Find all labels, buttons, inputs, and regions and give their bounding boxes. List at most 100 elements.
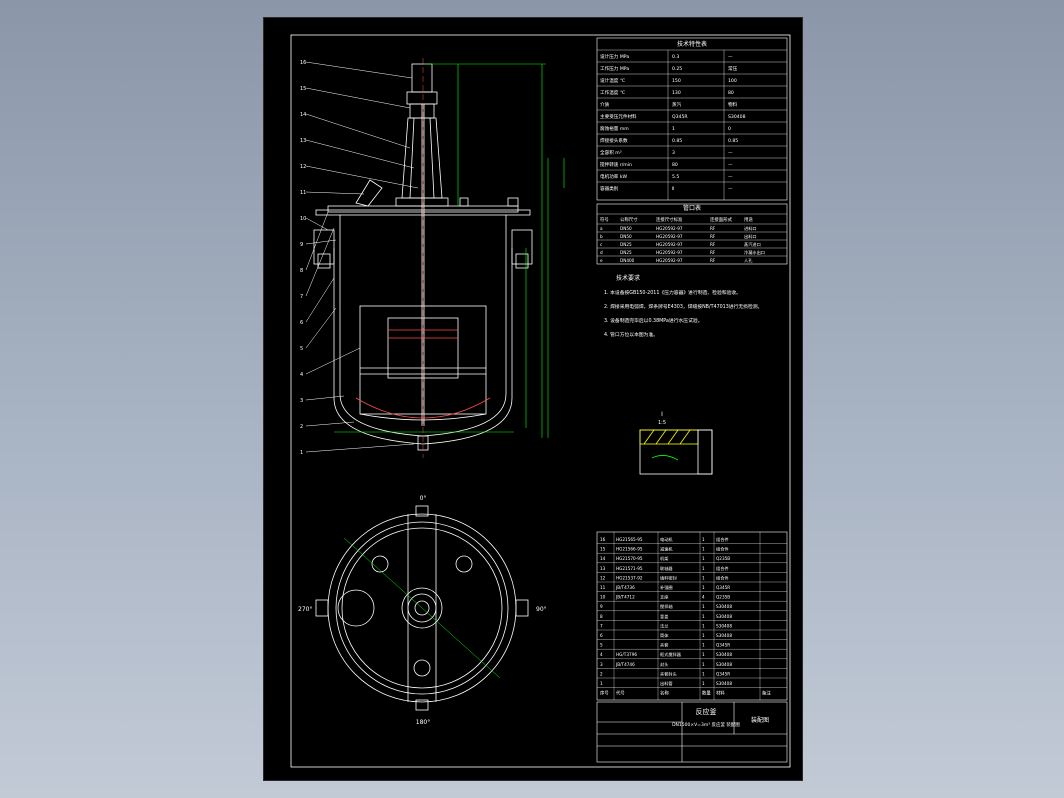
nozzle-cell: 出料口 <box>744 233 757 240</box>
parts-cell: 组合件 <box>716 546 729 553</box>
parts-cell: 1 <box>702 614 705 619</box>
parts-cell: 封头 <box>660 661 668 668</box>
detail-view <box>639 429 713 475</box>
nozzle-cell: DN25 <box>620 242 632 247</box>
parts-cell: 2 <box>600 671 603 676</box>
nozzle-cell: RF <box>710 242 716 247</box>
process-row-param: 全容积 m³ <box>600 149 622 156</box>
parts-cell: 1 <box>702 671 705 676</box>
title-subtitle: DN1500×V=3m³ 反应釜 装配图 <box>672 721 740 728</box>
process-row-vessel: — <box>728 151 733 156</box>
nozzle-cell: DN50 <box>620 234 632 239</box>
process-row-jacket: 1 <box>672 126 675 132</box>
parts-cell: 12 <box>600 575 606 580</box>
nozzle-cell: b <box>600 234 603 239</box>
plan-label-left: 270° <box>298 606 312 613</box>
shaft-boss <box>401 587 443 629</box>
notes-block: 技术要求 1. 本设备按GB150-2011《压力容器》进行制造、检验和验收。2… <box>604 274 762 338</box>
nozzle-cell: RF <box>710 226 716 231</box>
nozzle-cell: DN25 <box>620 250 632 255</box>
process-row-jacket: 0.3 <box>672 54 679 60</box>
nozzle-header-cell: 连接尺寸标准 <box>656 216 683 223</box>
parts-cell: 釜盖 <box>660 613 668 619</box>
nozzle-cell: RF <box>710 250 716 255</box>
parts-cell: 夹套封头 <box>660 670 677 677</box>
process-row-param: 工作压力 MPa <box>600 65 629 72</box>
process-row-vessel: — <box>728 163 733 168</box>
nozzle-cell: HG20592-97 <box>656 250 683 255</box>
nozzle-cell: 人孔 <box>744 257 753 264</box>
parts-cell: 8 <box>600 614 603 619</box>
parts-cell: 13 <box>600 566 606 571</box>
nozzle-header-cell: 公称尺寸 <box>620 216 638 223</box>
process-row-vessel: — <box>728 187 733 192</box>
parts-cell: 1 <box>702 547 705 552</box>
nozzle-cell: e <box>600 258 603 263</box>
process-row-vessel: 物料 <box>728 101 738 108</box>
parts-cell: 1 <box>702 633 705 638</box>
leader-label: 7 <box>300 294 303 300</box>
leader-label: 8 <box>300 268 303 274</box>
parts-cell: 16 <box>600 537 606 542</box>
parts-cell: 联轴器 <box>660 565 673 572</box>
parts-header-cell: 数量 <box>702 690 711 697</box>
leader-label: 16 <box>300 60 306 66</box>
note-line: 4. 管口方位以本图为准。 <box>604 331 658 338</box>
process-row-vessel: 100 <box>728 78 737 84</box>
nozzle-cell: DN400 <box>620 258 635 263</box>
process-row-param: 主要受压元件材料 <box>600 113 637 120</box>
process-row-vessel: — <box>728 175 733 180</box>
parts-cell: 1 <box>702 566 705 571</box>
parts-cell: 搅拌轴 <box>660 603 673 610</box>
process-row-jacket: 0.85 <box>672 138 682 144</box>
parts-cell: 1 <box>702 575 705 580</box>
process-row-jacket: Q345R <box>672 114 688 120</box>
nozzle-header-cell: 连接面形式 <box>710 216 733 223</box>
nozzle-cell: 进料口 <box>744 225 757 232</box>
nozzle-cell: HG20592-97 <box>656 226 683 231</box>
manhole <box>337 589 375 627</box>
nozzle-cell: 蒸汽进口 <box>744 241 761 248</box>
nozzle-header-cell: 符号 <box>600 216 609 223</box>
parts-cell: 1 <box>702 662 705 667</box>
parts-cell: 筒体 <box>660 632 669 639</box>
parts-cell: 夹套 <box>660 642 669 649</box>
parts-cell: 3 <box>600 662 603 667</box>
leader-label: 2 <box>300 424 303 430</box>
process-table-caption: 技术特性表 <box>677 40 707 48</box>
process-row-vessel: — <box>728 55 733 60</box>
parts-cell: S30408 <box>716 604 732 609</box>
support-left <box>313 229 335 265</box>
parts-cell: S30408 <box>716 662 732 667</box>
process-row-vessel: 0.85 <box>728 138 738 144</box>
leader-label: 4 <box>300 372 303 378</box>
parts-header-cell: 序号 <box>600 690 609 697</box>
parts-cell: 框式搅拌器 <box>660 651 682 658</box>
process-row-jacket: 5.5 <box>672 174 679 180</box>
nozzle-cell: RF <box>710 234 716 239</box>
leader-label: 12 <box>300 164 306 170</box>
parts-cell: S30408 <box>716 681 732 686</box>
parts-cell: Q345R <box>716 643 730 648</box>
elevation-view <box>313 58 533 458</box>
reducer <box>406 91 438 105</box>
parts-cell: 10 <box>600 595 606 600</box>
parts-cell: 9 <box>600 604 603 609</box>
nozzle-cell: d <box>600 250 603 255</box>
process-row-jacket: Ⅱ <box>672 186 674 192</box>
parts-cell: 支座 <box>660 594 668 601</box>
support-right <box>511 229 533 265</box>
leader-label: 14 <box>300 112 306 118</box>
parts-cell: JB/T4736 <box>615 585 635 590</box>
parts-cell: 1 <box>702 556 705 561</box>
parts-cell: 1 <box>702 623 705 628</box>
parts-cell: 填料密封 <box>660 574 677 581</box>
title-block <box>596 701 788 763</box>
parts-cell: S30408 <box>716 652 732 657</box>
parts-cell: Q345R <box>716 671 730 676</box>
process-row-param: 设计温度 ℃ <box>600 77 625 84</box>
parts-cell: HG21570-95 <box>616 556 643 561</box>
